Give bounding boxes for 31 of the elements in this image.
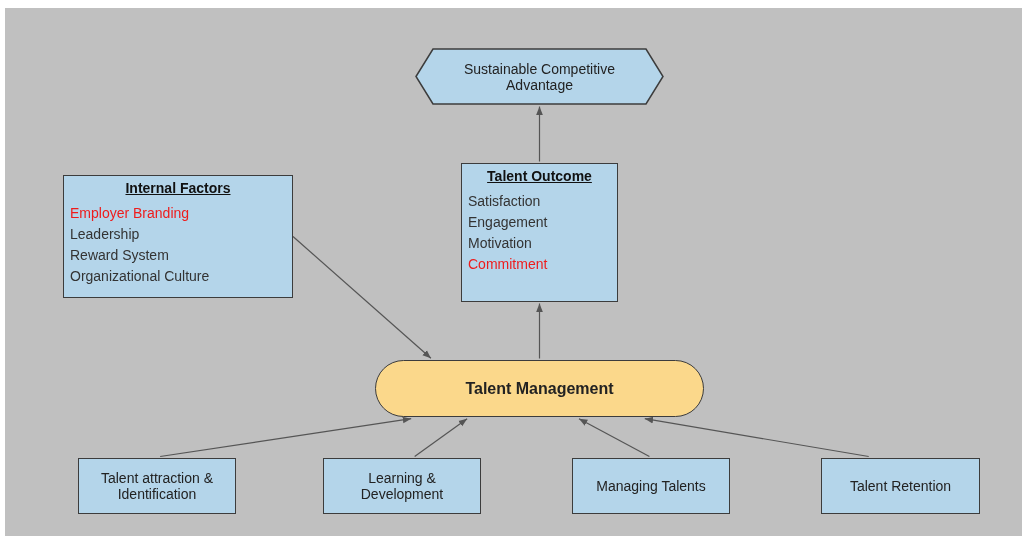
node-label: Organizational Culture [70, 267, 211, 286]
process-box [572, 458, 730, 514]
process-box [323, 458, 481, 514]
process-box [821, 458, 980, 514]
node-label: Talent Retention [849, 478, 952, 494]
node-label: Reward System [70, 246, 170, 265]
arrow [414, 418, 468, 458]
node-label: Leadership [70, 225, 141, 244]
process-box [78, 458, 236, 514]
node-label: Engagement [468, 213, 549, 232]
node-label: Managing Talents [596, 478, 706, 494]
arrow [536, 105, 543, 163]
node-label: Learning & Development [359, 470, 445, 502]
arrow [159, 416, 412, 458]
arrow [578, 418, 650, 458]
node-label: Talent attraction & Identification [99, 470, 215, 502]
node-label: Motivation [468, 234, 533, 253]
factor-list-box [461, 163, 618, 302]
node-label: Satisfaction [468, 192, 542, 211]
arrow [292, 235, 432, 359]
node-label: Employer Branding [70, 204, 191, 223]
box-heading: Internal Factors [124, 179, 232, 198]
factor-list-box [63, 175, 293, 298]
node-label: Talent Management [465, 379, 614, 398]
arrow [644, 416, 870, 458]
box-heading: Talent Outcome [486, 167, 593, 186]
node-label: Sustainable Competitive Advantage [463, 60, 616, 93]
hexagon-node [415, 48, 664, 105]
rounded-process-node [375, 360, 704, 417]
arrow [536, 302, 543, 360]
node-label: Commitment [468, 255, 549, 274]
